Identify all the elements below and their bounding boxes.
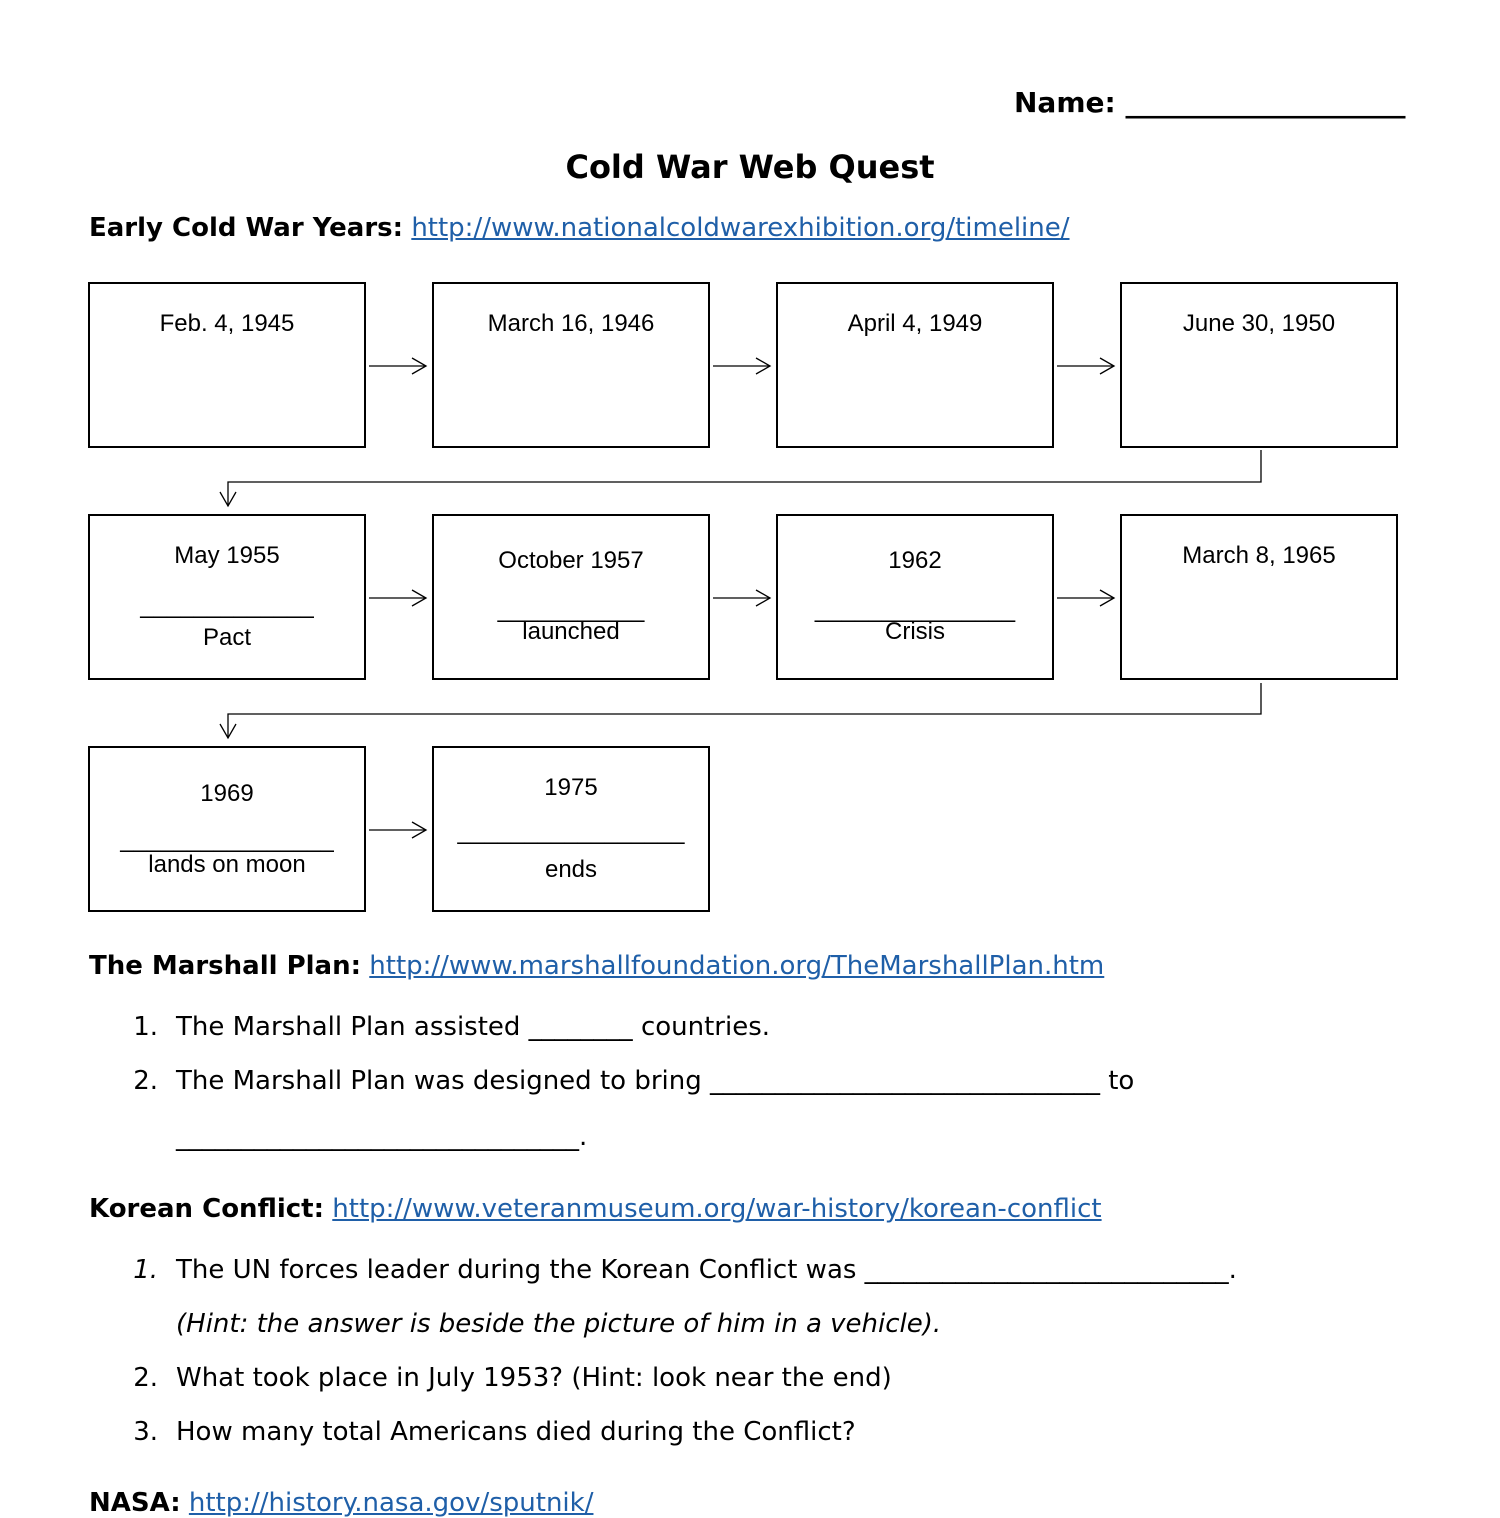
timeline-blank: _______________ [814, 596, 1016, 623]
section-korea-label: Korean Conflict: [89, 1194, 324, 1224]
timeline-blank: ________________ [120, 826, 334, 853]
timeline-date: March 16, 1946 [487, 310, 655, 337]
arrow-head-2 [755, 357, 772, 375]
timeline-date: June 30, 1950 [1182, 310, 1336, 337]
timeline-box-1946[interactable]: March 16, 1946 [432, 282, 710, 448]
timeline-date: May 1955 [174, 542, 280, 569]
name-field[interactable]: Name: ____________________ [1014, 86, 1405, 119]
timeline-box-1950[interactable]: June 30, 1950 [1120, 282, 1398, 448]
section-early-cold-war: Early Cold War Years: http://www.nationa… [89, 213, 1070, 243]
question-text: The Marshall Plan was designed to bring … [176, 1066, 1135, 1096]
timeline-box-1949[interactable]: April 4, 1949 [776, 282, 1054, 448]
arrow-head-6 [1099, 589, 1116, 607]
section-nasa-label: NASA: [89, 1488, 181, 1518]
timeline-box-1945[interactable]: Feb. 4, 1945 [88, 282, 366, 448]
arrow-head-3 [1099, 357, 1116, 375]
timeline-date: April 4, 1949 [847, 310, 983, 337]
section-korea-link[interactable]: http://www.veteranmuseum.org/war-history… [332, 1194, 1102, 1224]
timeline-sub: launched [522, 618, 620, 645]
timeline-sub: Crisis [885, 618, 945, 645]
wrap-connector-1 [227, 450, 1262, 506]
question-text: The Marshall Plan assisted ________ coun… [176, 1012, 771, 1042]
question-number: 3. [133, 1417, 158, 1447]
arrow-head-5 [755, 589, 772, 607]
timeline-date: March 8, 1965 [1182, 542, 1336, 569]
timeline-box-1969[interactable]: 1969 ________________ lands on moon [88, 746, 366, 912]
question-number: 2. [133, 1066, 158, 1096]
arrow-head-4 [411, 589, 428, 607]
timeline-blank: _____________ [140, 592, 314, 619]
section-korean-conflict: Korean Conflict: http://www.veteranmuseu… [89, 1194, 1102, 1224]
section-marshall-plan: The Marshall Plan: http://www.marshallfo… [89, 951, 1104, 981]
timeline-sub: ends [544, 856, 598, 883]
name-blank: ____________________ [1125, 86, 1406, 119]
timeline-box-1962[interactable]: 1962 _______________ Crisis [776, 514, 1054, 680]
marshall-question-2-continuation[interactable]: _______________________________. [176, 1122, 588, 1152]
section-marshall-label: The Marshall Plan: [89, 951, 361, 981]
question-number: 1. [133, 1012, 158, 1042]
arrow-head-1 [411, 357, 428, 375]
timeline-blank: ___________ [497, 596, 645, 623]
timeline-date: Feb. 4, 1945 [159, 310, 295, 337]
section-early-link[interactable]: http://www.nationalcoldwarexhibition.org… [411, 213, 1070, 243]
arrow-head-7 [411, 821, 428, 839]
question-number: 2. [133, 1363, 158, 1393]
page-title: Cold War Web Quest [565, 148, 935, 186]
timeline-date: 1969 [200, 780, 254, 807]
question-text: How many total Americans died during the… [176, 1417, 856, 1447]
timeline-sub: Pact [202, 624, 252, 651]
question-text: What took place in July 1953? (Hint: loo… [176, 1363, 892, 1393]
section-nasa-partial: NASA: http://history.nasa.gov/sputnik/ [89, 1488, 593, 1518]
question-number: 1. [133, 1255, 158, 1285]
timeline-date: October 1957 [498, 547, 644, 574]
wrap-connector-2 [227, 683, 1262, 738]
timeline-sub: lands on moon [148, 851, 306, 878]
timeline-blank: _________________ [457, 818, 685, 845]
section-marshall-link[interactable]: http://www.marshallfoundation.org/TheMar… [369, 951, 1105, 981]
question-text: The UN forces leader during the Korean C… [176, 1255, 1237, 1285]
section-early-label: Early Cold War Years: [89, 213, 404, 243]
section-nasa-link[interactable]: http://history.nasa.gov/sputnik/ [188, 1488, 594, 1518]
name-label: Name: [1014, 86, 1116, 119]
timeline-box-1957[interactable]: October 1957 ___________ launched [432, 514, 710, 680]
wrap-arrow-head-2 [219, 723, 237, 740]
timeline-box-1975[interactable]: 1975 _________________ ends [432, 746, 710, 912]
timeline-box-1965[interactable]: March 8, 1965 [1120, 514, 1398, 680]
korea-question-1-hint: (Hint: the answer is beside the picture … [176, 1309, 942, 1339]
timeline-date: 1975 [544, 774, 598, 801]
wrap-arrow-head-1 [219, 491, 237, 508]
timeline-date: 1962 [888, 547, 942, 574]
timeline-box-1955[interactable]: May 1955 _____________ Pact [88, 514, 366, 680]
